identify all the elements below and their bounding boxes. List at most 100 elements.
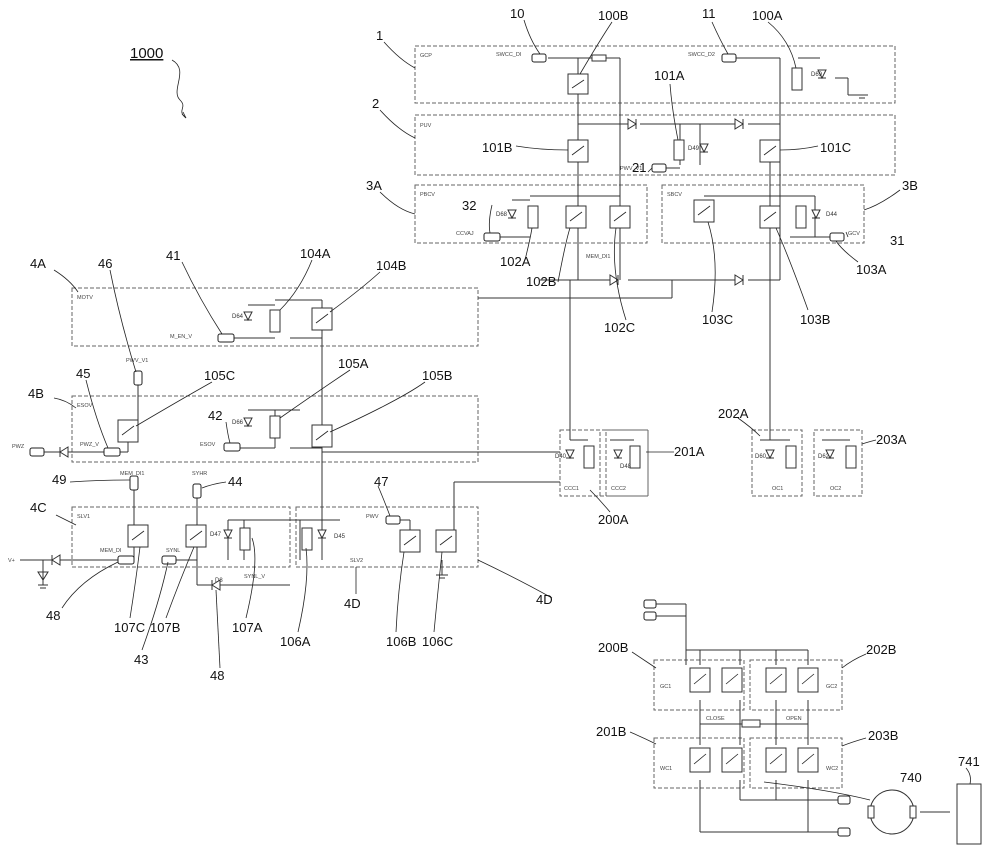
figure-ref-arrowhead (181, 111, 187, 119)
block-202b (749, 659, 843, 711)
block-4c-name: SLV1 (77, 514, 90, 520)
block-203b (749, 737, 843, 789)
block-203a (813, 429, 863, 497)
figure-ref-arrow (171, 59, 187, 119)
ref-101b: 101B (482, 140, 512, 155)
ccvaj-label: CCVAJ (456, 231, 474, 237)
ref-103a: 103A (856, 262, 887, 277)
wc1-label: WC1 (660, 766, 672, 772)
block-4c (71, 506, 291, 568)
pwz-label: PWZ (12, 444, 25, 450)
pwz-v-label: PWZ_V (80, 442, 99, 448)
block-202a (751, 429, 803, 497)
ref-101c: 101C (820, 140, 851, 155)
ref-41: 41 (166, 248, 180, 263)
diodes (51, 118, 744, 591)
block-1-name: GCP (420, 53, 432, 59)
ref-4c: 4C (30, 500, 47, 515)
gcv-label: GCV (848, 231, 860, 237)
block-201a (605, 429, 649, 497)
swcc-di-label: SWCC_DI (496, 52, 522, 58)
ref-203a: 203A (876, 432, 907, 447)
ref-4d-right: 4D (536, 592, 553, 607)
diode-d48-label: D48 (620, 464, 632, 470)
ref-1: 1 (376, 28, 383, 43)
block-3a (414, 184, 648, 244)
block-200b (653, 659, 745, 711)
ref-10: 10 (510, 6, 524, 21)
ref-741: 741 (958, 754, 980, 769)
block-4a-name: MOTV (77, 295, 93, 301)
ref-202b: 202B (866, 642, 896, 657)
synl-label: SYNL (166, 548, 180, 554)
block-1 (414, 45, 896, 104)
motor-740-shaft-left (867, 805, 875, 819)
ref-3b: 3B (902, 178, 918, 193)
ref-200a: 200A (598, 512, 629, 527)
ref-100a: 100A (752, 8, 783, 23)
ref-102c: 102C (604, 320, 635, 335)
block-4a (71, 287, 479, 347)
ref-42: 42 (208, 408, 222, 423)
diode-d49-label: D49 (688, 146, 700, 152)
block-201b (653, 737, 745, 789)
pwv-v1-label-4b: PWV_V1 (126, 358, 148, 364)
diode-d8-label: D8 (215, 578, 223, 584)
ref-48-left: 48 (46, 608, 60, 623)
ref-31: 31 (890, 233, 904, 248)
ref-49: 49 (52, 472, 66, 487)
ref-201a: 201A (674, 444, 705, 459)
open-label: OPEN (786, 716, 802, 722)
diode-d66-label: D66 (232, 420, 244, 426)
wiring (20, 54, 862, 833)
mem-di-label: MEM_DI1 (120, 471, 144, 477)
mem-di1-label: MEM_DI1 (586, 254, 610, 260)
ref-100b: 100B (598, 8, 628, 23)
ref-103c: 103C (702, 312, 733, 327)
ref-201b: 201B (596, 724, 626, 739)
ref-101a: 101A (654, 68, 685, 83)
diode-d44-label: D44 (826, 212, 838, 218)
diode-d62-label: D62 (818, 454, 830, 460)
oc1-label: OC1 (772, 486, 783, 492)
ref-48-bottom: 48 (210, 668, 224, 683)
block-200a (559, 429, 601, 497)
ref-203b: 203B (868, 728, 898, 743)
block-4d (295, 506, 479, 568)
ref-105b: 105B (422, 368, 452, 383)
relay-coils: D69 D49 D68 D44 D64 D66 D47 D45 D40 D48 (210, 67, 857, 584)
ref-107c: 107C (114, 620, 145, 635)
block-4b (71, 395, 479, 463)
ref-47: 47 (374, 474, 388, 489)
block-2 (414, 114, 896, 176)
block-4b-name: ESOV (77, 403, 93, 409)
relay-switches (117, 73, 819, 773)
leader-lines (53, 19, 971, 801)
ref-105c: 105C (204, 368, 235, 383)
ref-106a: 106A (280, 634, 311, 649)
ref-2: 2 (372, 96, 379, 111)
ref-102b: 102B (526, 274, 556, 289)
ref-45: 45 (76, 366, 90, 381)
ground-symbols (37, 94, 868, 589)
ccc2-label: CCC2 (611, 486, 626, 492)
ref-105a: 105A (338, 356, 369, 371)
ref-106c: 106C (422, 634, 453, 649)
swcc-d2-label: SWCC_D2 (688, 52, 715, 58)
block-3b-name: SBCV (667, 192, 682, 198)
syhr-label: SYHR (192, 471, 207, 477)
ref-104a: 104A (300, 246, 331, 261)
motor-740-shaft-right (909, 805, 917, 819)
figure-ref-label: 1000 (130, 45, 163, 62)
ref-104b: 104B (376, 258, 406, 273)
block-2-name: PUV (420, 123, 432, 129)
motor-740 (869, 789, 915, 835)
pwv-v1-label: PWV_V1 (620, 166, 642, 172)
ref-107a: 107A (232, 620, 263, 635)
ref-102a: 102A (500, 254, 531, 269)
ref-202a: 202A (718, 406, 749, 421)
block-3b (661, 184, 865, 244)
ref-3a: 3A (366, 178, 382, 193)
